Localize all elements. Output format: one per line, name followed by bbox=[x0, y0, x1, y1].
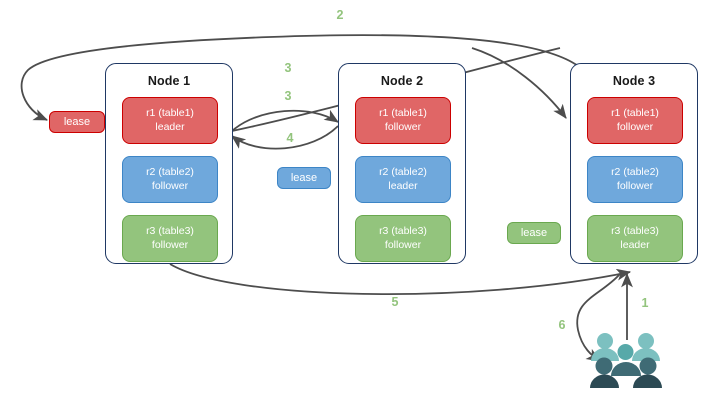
users-icon bbox=[590, 333, 662, 388]
edge-5-path bbox=[169, 263, 632, 296]
node-title: Node 2 bbox=[380, 74, 424, 88]
replica-box[interactable]: r3 (table3) leader bbox=[587, 215, 683, 262]
replica-name: r3 (table3) bbox=[379, 225, 427, 237]
replica-name: r3 (table3) bbox=[611, 225, 659, 237]
replica-role: follower bbox=[616, 179, 654, 192]
edge-label-3a: 3 bbox=[284, 61, 292, 75]
node-container-1: Node 1 r1 (table1) leader r2 (table2) fo… bbox=[105, 63, 233, 264]
replica-role: leader bbox=[155, 120, 185, 133]
replica-role: follower bbox=[616, 120, 654, 133]
edge-3-up-arrow-path bbox=[471, 47, 567, 119]
replica-box[interactable]: r3 (table3) follower bbox=[355, 215, 451, 262]
replica-box[interactable]: r1 (table1) follower bbox=[355, 97, 451, 144]
node-title: Node 3 bbox=[612, 74, 656, 88]
edge-label-5: 5 bbox=[391, 295, 399, 309]
edge-label-4: 4 bbox=[286, 131, 294, 145]
replica-box[interactable]: r2 (table2) leader bbox=[355, 156, 451, 203]
replica-name: r2 (table2) bbox=[611, 166, 659, 178]
replica-name: r1 (table1) bbox=[146, 107, 194, 119]
edge-label-3b: 3 bbox=[284, 89, 292, 103]
node-container-2: Node 2 r1 (table1) follower r2 (table2) … bbox=[338, 63, 466, 264]
edge-label-1: 1 bbox=[641, 296, 649, 310]
replica-box[interactable]: r2 (table2) follower bbox=[587, 156, 683, 203]
edge-label-6: 6 bbox=[558, 318, 566, 332]
replica-box[interactable]: r3 (table3) follower bbox=[122, 215, 218, 262]
lease-badge-green[interactable]: lease bbox=[507, 222, 561, 244]
replica-name: r2 (table2) bbox=[146, 166, 194, 178]
replica-name: r2 (table2) bbox=[379, 166, 427, 178]
replica-role: follower bbox=[384, 238, 422, 251]
edge-label-2: 2 bbox=[336, 8, 344, 22]
replica-name: r3 (table3) bbox=[146, 225, 194, 237]
replica-name: r1 (table1) bbox=[611, 107, 659, 119]
node-title: Node 1 bbox=[147, 74, 191, 88]
replica-box[interactable]: r2 (table2) follower bbox=[122, 156, 218, 203]
replica-role: leader bbox=[388, 179, 418, 192]
edge-3-low-path bbox=[231, 109, 339, 132]
replica-role: follower bbox=[151, 179, 189, 192]
replica-box[interactable]: r1 (table1) leader bbox=[122, 97, 218, 144]
replica-name: r1 (table1) bbox=[379, 107, 427, 119]
replica-role: leader bbox=[620, 238, 650, 251]
node-container-3: Node 3 r1 (table1) follower r2 (table2) … bbox=[570, 63, 698, 264]
replica-box[interactable]: r1 (table1) follower bbox=[587, 97, 683, 144]
lease-badge-blue[interactable]: lease bbox=[277, 167, 331, 189]
lease-badge-red[interactable]: lease bbox=[49, 111, 105, 133]
replica-role: follower bbox=[384, 120, 422, 133]
replica-role: follower bbox=[151, 238, 189, 251]
